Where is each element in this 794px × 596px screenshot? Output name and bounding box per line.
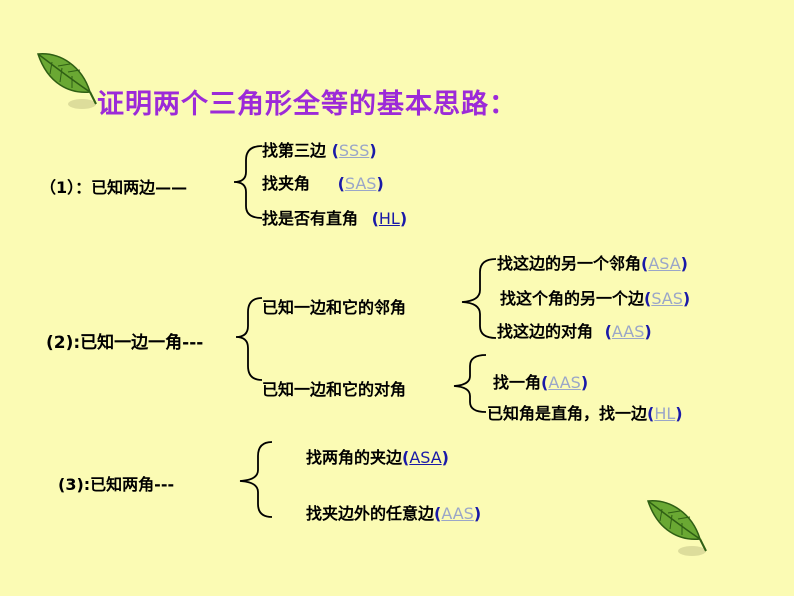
branch-a-item-aas: 找这边的对角 (AAS) [497, 318, 652, 342]
case3-item-aas: 找夹边外的任意边(AAS) [306, 500, 481, 524]
link-aas[interactable]: AAS [612, 322, 645, 341]
link-hl-2[interactable]: HL [654, 404, 675, 423]
brace-branch-a [462, 259, 496, 338]
case2-branch-b-label: 已知一边和它的对角 [262, 376, 406, 400]
case1-item-hl: 找是否有直角 (HL) [262, 205, 407, 229]
branch-b-item-aas: 找一角(AAS) [493, 369, 588, 393]
case3-label: (3):已知两角--- [58, 471, 174, 495]
brace-branch-b [454, 355, 486, 412]
case1-item-sss: 找第三边 (SSS) [262, 137, 377, 161]
branch-a-item-sas: 找这个角的另一个边(SAS) [500, 285, 690, 309]
link-aas-3[interactable]: AAS [441, 504, 474, 523]
branch-a-item-asa: 找这边的另一个邻角(ASA) [497, 250, 688, 274]
link-hl[interactable]: HL [379, 209, 400, 228]
branch-b-item-hl: 已知角是直角，找一边(HL) [487, 400, 683, 424]
page-title: 证明两个三角形全等的基本思路： [97, 82, 517, 121]
brace-case2 [236, 298, 262, 380]
case3-item-asa: 找两角的夹边(ASA) [306, 444, 449, 468]
case1-item-sas: 找夹角 (SAS) [262, 170, 384, 194]
link-aas-2[interactable]: AAS [548, 373, 581, 392]
link-sas-2[interactable]: SAS [651, 289, 683, 308]
link-asa[interactable]: ASA [648, 254, 680, 273]
link-asa-2[interactable]: ASA [409, 448, 441, 467]
case2-branch-a-label: 已知一边和它的邻角 [262, 294, 406, 318]
brace-case1 [234, 146, 262, 218]
case2-label: (2):已知一边一角--- [46, 328, 203, 353]
link-sss[interactable]: SSS [339, 141, 369, 160]
brace-case3 [240, 442, 272, 517]
link-sas[interactable]: SAS [345, 174, 377, 193]
case1-label: （1）：已知两边—— [40, 174, 187, 198]
